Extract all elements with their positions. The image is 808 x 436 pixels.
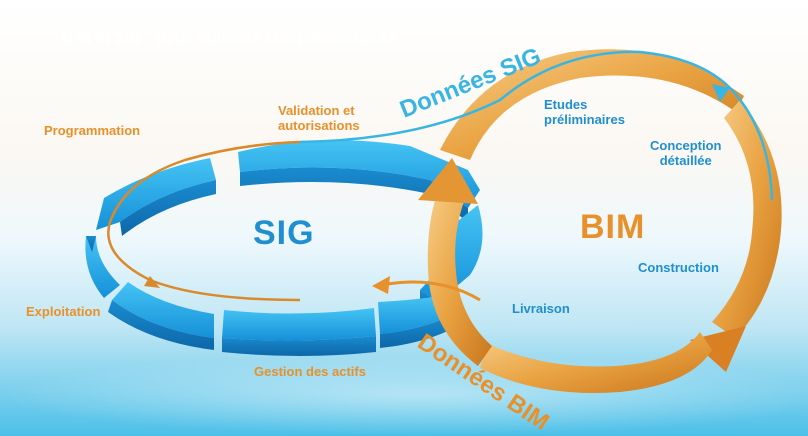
sig-cycle-ring <box>85 140 483 356</box>
stage-livraison: Livraison <box>512 301 570 316</box>
bim-arrowhead-right <box>690 326 746 372</box>
sig-flow-arrowhead <box>144 276 160 288</box>
stage-construction: Construction <box>638 260 719 275</box>
stage-programmation: Programmation <box>44 123 141 138</box>
bim-ring-left <box>427 186 492 366</box>
stage-conception: Conception détaillée <box>650 138 722 169</box>
bim-cycle-ring <box>418 49 782 393</box>
stage-validation-line1: Validation et <box>278 103 355 118</box>
sig-to-bim-flow <box>299 50 774 201</box>
sig-segment-upper-left <box>96 158 216 230</box>
stage-etudes-line2: préliminaires <box>544 111 625 127</box>
stage-etudes-line1: Etudes <box>544 97 588 112</box>
bim-to-sig-arrowhead <box>372 276 390 294</box>
stage-exploitation: Exploitation <box>26 304 101 319</box>
stage-validation: Validation et autorisations <box>278 103 360 134</box>
sig-segment-bottom-right <box>378 296 450 334</box>
bim-arrowhead-left <box>418 158 478 204</box>
bim-ring-right <box>712 100 782 338</box>
sig-flow-line <box>107 140 301 302</box>
bim-to-sig-arrow <box>387 280 481 302</box>
sig-to-bim-arrowhead <box>712 84 730 102</box>
bim-ring-upper <box>440 49 744 160</box>
stage-conception-line2: détaillée <box>659 152 712 168</box>
sig-segment-bottom <box>222 308 376 341</box>
sig-cycle-label: SIG <box>253 214 315 252</box>
stage-conception-line1: Conception <box>650 138 722 153</box>
sig-segment-top-right <box>238 140 480 208</box>
page-title: BIM et SIG : deux cultures complémentair… <box>62 30 397 47</box>
stage-etudes: Etudes préliminaires <box>544 97 625 128</box>
sig-segment-bottom-left <box>112 282 214 338</box>
bim-cycle-label: BIM <box>580 208 646 246</box>
bim-ring-bottom <box>480 332 712 393</box>
stage-gestion: Gestion des actifs <box>254 364 366 379</box>
stage-validation-line2: autorisations <box>278 117 360 133</box>
sig-segment-left <box>85 236 120 298</box>
